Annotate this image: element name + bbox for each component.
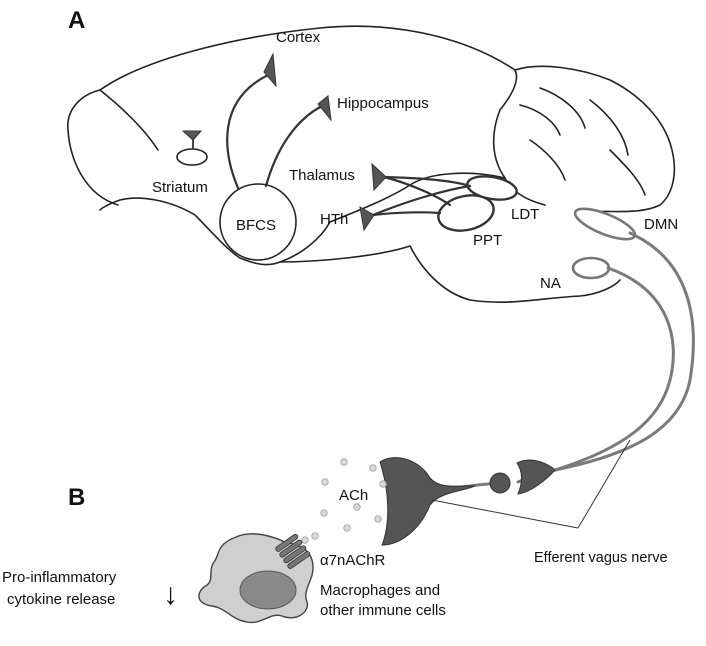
- efferent-pointer-line-2: [577, 439, 631, 529]
- ach-vesicle: [340, 458, 348, 466]
- thalamus-label: Thalamus: [289, 167, 355, 184]
- striatum-interneuron: [181, 130, 203, 141]
- cytokine-label-line2: cytokine release: [7, 591, 115, 608]
- axon-varicosity: [489, 472, 511, 494]
- ldt-nucleus: [466, 175, 518, 201]
- cytokine-down-arrow: ↓: [163, 578, 178, 611]
- ppt-label: PPT: [473, 232, 502, 249]
- thalamus-terminal: [371, 162, 387, 192]
- na-label: NA: [540, 275, 561, 292]
- bfcs-to-cortex-axon: [226, 73, 270, 190]
- dmn-label: DMN: [644, 216, 678, 233]
- dmn-nucleus: [573, 207, 637, 241]
- vagus-fiber-na: [553, 266, 675, 472]
- ldt-label: LDT: [511, 206, 539, 223]
- hippocampus-label: Hippocampus: [337, 95, 429, 112]
- cortex-label: Cortex: [276, 29, 321, 46]
- ach-vesicle: [343, 524, 351, 532]
- panel-label-a: A: [68, 7, 85, 34]
- striatum-label: Striatum: [152, 179, 208, 196]
- efferent-pointer-line-1: [431, 499, 579, 529]
- panel-label-b: B: [68, 484, 85, 511]
- hippocampus-terminal: [317, 95, 332, 122]
- efferent-vagus-label: Efferent vagus nerve: [534, 550, 668, 566]
- macrophage-nucleus: [239, 570, 297, 610]
- ach-vesicle: [301, 536, 309, 544]
- ppt-nucleus: [437, 194, 495, 232]
- cerebellum-outline: [504, 65, 676, 213]
- ach-vesicle: [321, 478, 329, 486]
- olfactory-bulb: [67, 89, 119, 206]
- a7nachr-receptor: [275, 533, 311, 569]
- ach-vesicle: [320, 509, 328, 517]
- vagus-fiber-dmn: [553, 231, 695, 472]
- hth-label: HTh: [320, 211, 348, 228]
- macrophages-label-line2: other immune cells: [320, 602, 446, 619]
- brain-outline: [99, 25, 518, 266]
- cytokine-label-line1: Pro-inflammatory: [2, 569, 117, 586]
- ach-vesicle: [374, 515, 382, 523]
- cortex-terminal: [263, 52, 277, 88]
- brainstem-outline: [279, 245, 621, 303]
- hth-terminal: [359, 206, 375, 232]
- na-nucleus: [571, 256, 611, 280]
- nerve-terminal: [379, 457, 476, 546]
- ach-vesicle: [379, 480, 387, 488]
- bfcs-to-hippocampus-axon: [264, 104, 324, 188]
- ppt-to-hth-axon: [371, 211, 442, 217]
- ldt-to-hth-axon: [371, 184, 472, 217]
- macrophages-label-line1: Macrophages and: [320, 582, 440, 599]
- ach-vesicle: [369, 464, 377, 472]
- ppt-to-thalamus-axon: [382, 175, 452, 207]
- ach-label: ACh: [339, 487, 368, 504]
- frontal-fold: [99, 89, 159, 151]
- ganglion-neuron: [516, 459, 556, 495]
- ach-vesicle: [311, 532, 319, 540]
- ach-vesicles: [301, 458, 387, 544]
- bfcs-label: BFCS: [236, 217, 276, 234]
- striatum-nucleus: [176, 148, 208, 166]
- ldt-to-thalamus-axon: [382, 175, 472, 188]
- a7nachr-label: α7nAChR: [320, 552, 386, 569]
- ach-vesicle: [353, 503, 361, 511]
- bfcs-nucleus: [219, 183, 297, 261]
